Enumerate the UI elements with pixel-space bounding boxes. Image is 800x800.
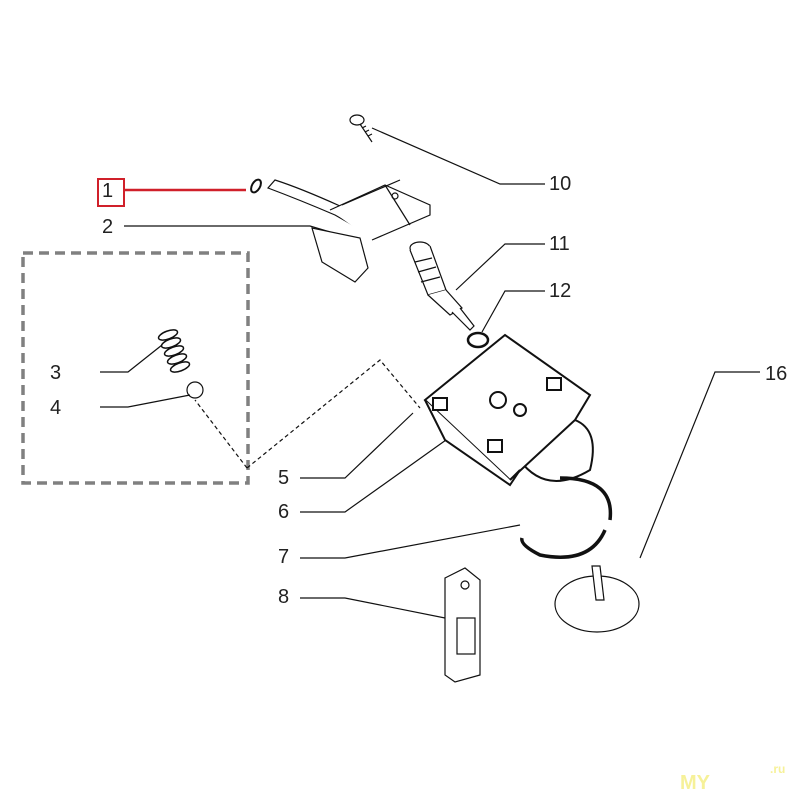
callout-5[interactable]: 5 bbox=[278, 467, 290, 489]
callout-12[interactable]: 12 bbox=[549, 280, 572, 302]
subassembly-box bbox=[21, 251, 250, 485]
callout-10[interactable]: 10 bbox=[549, 173, 572, 195]
part-11-shaft[interactable] bbox=[409, 241, 475, 331]
callout-8[interactable]: 8 bbox=[278, 586, 290, 608]
callout-16[interactable]: 16 bbox=[765, 363, 788, 385]
callout-2[interactable]: 2 bbox=[102, 216, 114, 238]
callout-7[interactable]: 7 bbox=[278, 546, 290, 568]
part-1-o-ring[interactable] bbox=[249, 178, 263, 194]
part-4-ball[interactable] bbox=[186, 381, 204, 399]
part-8-plate[interactable] bbox=[444, 567, 481, 683]
leader-lines bbox=[100, 127, 760, 621]
callout-1[interactable]: 1 bbox=[102, 180, 114, 202]
watermark-right: .ru bbox=[770, 762, 786, 776]
watermark-left: MY bbox=[680, 772, 710, 794]
part-12-o-ring[interactable] bbox=[466, 331, 490, 349]
part-10-screw[interactable] bbox=[349, 114, 373, 143]
callout-11[interactable]: 11 bbox=[549, 233, 570, 255]
part-6-housing[interactable] bbox=[423, 333, 594, 487]
part-2-lever[interactable] bbox=[266, 179, 431, 283]
callout-3[interactable]: 3 bbox=[50, 362, 62, 384]
callout-6[interactable]: 6 bbox=[278, 501, 290, 523]
selected-callout-highlight bbox=[97, 178, 125, 207]
part-7-snap-ring[interactable] bbox=[520, 476, 613, 559]
callout-4[interactable]: 4 bbox=[50, 397, 62, 419]
part-3-spring[interactable] bbox=[157, 328, 191, 374]
part-16-diaphragm[interactable] bbox=[554, 565, 640, 633]
